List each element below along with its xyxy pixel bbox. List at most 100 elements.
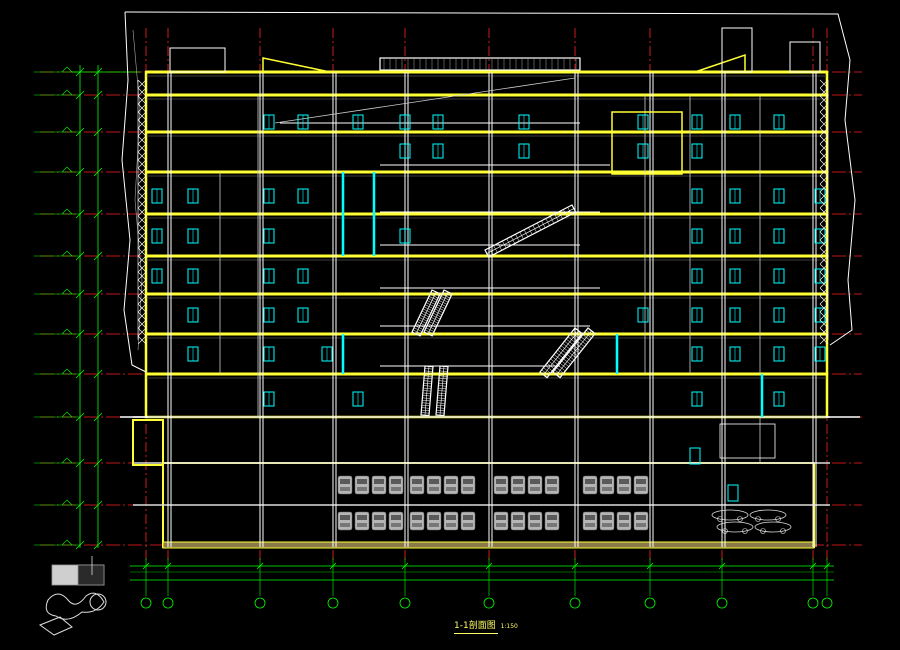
car-rear-window bbox=[619, 487, 629, 491]
facade-lattice bbox=[819, 279, 829, 289]
car-icon bbox=[337, 475, 353, 495]
car-icon bbox=[443, 475, 459, 495]
car-windshield bbox=[446, 515, 456, 520]
facade-lattice bbox=[137, 111, 147, 121]
facade-lattice bbox=[137, 231, 147, 241]
dimension-tick bbox=[164, 562, 172, 570]
entry-ramp bbox=[132, 419, 164, 466]
facade-lattice bbox=[137, 223, 147, 233]
car-rear-window bbox=[513, 487, 523, 491]
facade-lattice bbox=[819, 175, 829, 185]
escalator-body bbox=[484, 204, 577, 258]
car-windshield bbox=[513, 479, 523, 484]
car-rear-window bbox=[585, 487, 595, 491]
car-icon bbox=[711, 509, 749, 521]
elevation-marker-icon bbox=[61, 250, 73, 257]
facade-lattice bbox=[819, 319, 829, 329]
car-icon bbox=[716, 521, 754, 533]
facade-lattice bbox=[819, 231, 829, 241]
car-windshield bbox=[446, 479, 456, 484]
car-rear-window bbox=[547, 523, 557, 527]
elevation-marker-icon bbox=[61, 539, 73, 546]
facade-lattice bbox=[137, 95, 147, 105]
facade-lattice bbox=[137, 303, 147, 313]
drawing-title-block: 1-1剖面图 1:150 bbox=[454, 618, 518, 634]
car-rear-window bbox=[530, 523, 540, 527]
car-body bbox=[371, 511, 387, 531]
car-rear-window bbox=[513, 523, 523, 527]
car-rear-window bbox=[391, 487, 401, 491]
car-rear-window bbox=[585, 523, 595, 527]
facade-lattice bbox=[819, 215, 829, 225]
facade-lattice bbox=[819, 95, 829, 105]
escalator-handrail bbox=[556, 330, 592, 375]
facade-curve bbox=[124, 11, 856, 346]
car-windshield bbox=[412, 479, 422, 484]
axis-bubble bbox=[162, 597, 174, 609]
window bbox=[689, 447, 701, 465]
facade-lattice bbox=[819, 255, 829, 265]
dimension-tick bbox=[93, 289, 103, 299]
car-windshield bbox=[530, 479, 540, 484]
car-rear-window bbox=[429, 523, 439, 527]
title-underline bbox=[454, 633, 498, 634]
car-body bbox=[510, 511, 526, 531]
car-body bbox=[337, 475, 353, 495]
facade-lattice bbox=[137, 311, 147, 321]
escalator-icon bbox=[484, 204, 577, 258]
car-icon bbox=[616, 475, 632, 495]
car-windshield bbox=[585, 479, 595, 484]
parking-cars bbox=[337, 475, 792, 534]
dimension-tick bbox=[93, 127, 103, 137]
car-body bbox=[599, 511, 615, 531]
dimension-tick bbox=[75, 458, 85, 468]
facade-outline bbox=[121, 11, 856, 373]
car-rear-window bbox=[429, 487, 439, 491]
elevation-marker-icon bbox=[61, 89, 73, 96]
escalator-icon bbox=[435, 365, 449, 417]
elevation-marker-icon bbox=[61, 166, 73, 173]
elevation-marker-icon bbox=[61, 288, 73, 295]
horizontal-dimensions bbox=[130, 558, 834, 609]
elevation-marker-icon bbox=[61, 66, 73, 73]
escalator-body bbox=[420, 365, 434, 417]
elevation-marker-icon bbox=[61, 368, 73, 375]
car-rear-window bbox=[636, 487, 646, 491]
elevation-marker-icon bbox=[61, 208, 73, 215]
dimension-tick bbox=[75, 289, 85, 299]
car-icon bbox=[371, 475, 387, 495]
dimension-tick bbox=[93, 251, 103, 261]
car-icon bbox=[388, 475, 404, 495]
roof-machine-room bbox=[789, 41, 821, 73]
car-body bbox=[426, 511, 442, 531]
car-body bbox=[527, 511, 543, 531]
dimension-tick bbox=[75, 369, 85, 379]
facade-lattice bbox=[137, 103, 147, 113]
north-arrow-icon bbox=[45, 592, 105, 620]
drawing-title: 1-1剖面图 bbox=[454, 621, 496, 631]
dimension-tick bbox=[75, 127, 85, 137]
dimension-tick bbox=[93, 67, 103, 77]
car-rear-window bbox=[340, 523, 350, 527]
car-rear-window bbox=[463, 523, 473, 527]
car-windshield bbox=[429, 479, 439, 484]
car-icon bbox=[544, 511, 560, 531]
car-rear-window bbox=[619, 523, 629, 527]
facade-lattice bbox=[819, 247, 829, 257]
dimension-tick bbox=[75, 500, 85, 510]
escalator-icon bbox=[552, 327, 596, 379]
facade-lattice bbox=[137, 79, 147, 89]
facade-lattice bbox=[137, 135, 147, 145]
axis-bubble bbox=[644, 597, 656, 609]
car-body bbox=[337, 511, 353, 531]
car-rear-window bbox=[602, 487, 612, 491]
car-icon bbox=[510, 511, 526, 531]
elevation-dimensions bbox=[34, 65, 140, 550]
facade-lattice bbox=[819, 159, 829, 169]
axis-bubble bbox=[807, 597, 819, 609]
escalator-icon bbox=[420, 365, 434, 417]
facade-lattice bbox=[819, 167, 829, 177]
facade-lattice bbox=[137, 215, 147, 225]
dimension-tick bbox=[75, 209, 85, 219]
